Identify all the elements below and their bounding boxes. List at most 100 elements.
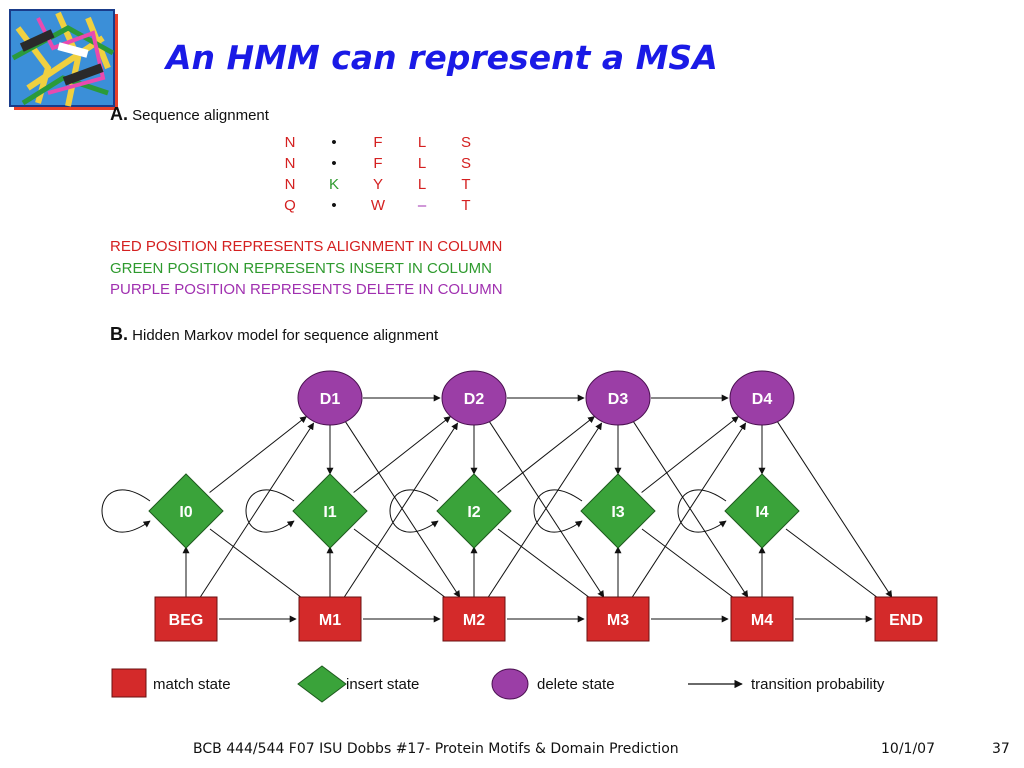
alignment-row: Q • W – T <box>268 195 488 216</box>
alignment-cell: W <box>370 197 386 214</box>
transition-arrow <box>630 422 747 600</box>
self-loop-arrow <box>677 489 727 533</box>
transition-arrow <box>776 421 893 598</box>
state-label: I1 <box>323 504 336 521</box>
section-a-title: Sequence alignment <box>132 107 269 124</box>
self-loop-arrow <box>533 489 583 533</box>
match-state-m1 <box>298 596 362 642</box>
state-label: D4 <box>752 391 773 408</box>
transition-arrow <box>209 416 307 493</box>
legend-delete-swatch <box>491 668 529 700</box>
transition-arrow <box>641 528 742 604</box>
section-a-heading: A. Sequence alignment <box>110 104 269 125</box>
alignment-cell: T <box>461 176 471 193</box>
transition-arrow <box>353 528 454 604</box>
delete-state-d1 <box>297 370 363 426</box>
legend-delete-label: delete state <box>537 676 615 693</box>
legend-insert-swatch <box>297 665 347 703</box>
state-label: D2 <box>464 391 485 408</box>
section-b-title: Hidden Markov model for sequence alignme… <box>132 327 439 344</box>
insert-state-i3 <box>580 473 656 549</box>
insert-state-i2 <box>436 473 512 549</box>
transition-arrow <box>209 528 310 604</box>
insert-state-i1 <box>292 473 368 549</box>
alignment-cell: S <box>460 134 471 151</box>
explanation-line: PURPLE POSITION REPRESENTS DELETE IN COL… <box>110 281 503 298</box>
self-loop-arrow <box>389 489 439 533</box>
transition-arrow <box>342 422 459 600</box>
legend-match-swatch <box>111 668 147 698</box>
match-state-beg <box>154 596 218 642</box>
footer-text: BCB 444/544 F07 ISU Dobbs #17- Protein M… <box>193 741 679 757</box>
legend-insert-label: insert state <box>346 676 419 693</box>
alignment-cell: – <box>417 197 427 214</box>
alignment-cell: N <box>284 134 296 151</box>
alignment-cell: L <box>417 176 427 193</box>
state-label: BEG <box>169 612 204 629</box>
transition-arrow <box>486 422 603 600</box>
alignment-cell: N <box>284 155 296 172</box>
transition-arrow <box>785 528 886 604</box>
legend: match state insert state delete state tr… <box>111 665 885 703</box>
alignment-cell: S <box>460 155 471 172</box>
explanation-line: GREEN POSITION REPRESENTS INSERT IN COLU… <box>110 259 493 277</box>
state-label: M4 <box>751 612 773 629</box>
alignment-cell: K <box>328 176 339 193</box>
state-label: D3 <box>608 391 629 408</box>
alignment-row: N • F L S <box>268 153 488 174</box>
alignment-table: N • F L S N • F L S N K Y L T Q • W – T <box>268 132 488 216</box>
alignment-cell: • <box>331 155 337 172</box>
section-a-letter: A. <box>110 104 128 124</box>
section-b-heading: B. Hidden Markov model for sequence alig… <box>110 324 438 345</box>
state-label: I2 <box>467 504 480 521</box>
color-explanations: RED POSITION REPRESENTS ALIGNMENT IN COL… <box>110 236 503 301</box>
insert-state-i0 <box>148 473 224 549</box>
alignment-cell: F <box>373 155 383 172</box>
delete-state-d4 <box>729 370 795 426</box>
slide-logo <box>9 9 118 110</box>
explanation-line: RED POSITION REPRESENTS ALIGNMENT IN COL… <box>110 238 503 255</box>
slide-title: An HMM can represent a MSA <box>166 38 718 77</box>
transition-arrows <box>101 394 893 623</box>
alignment-row: N • F L S <box>268 132 488 153</box>
match-state-m3 <box>586 596 650 642</box>
footer-date: 10/1/07 <box>881 741 935 757</box>
hmm-states: BEG M1 M2 M3 M4 END I0 I1 I2 I3 I4 D1 D2 D3 D4 <box>148 370 938 642</box>
transition-arrow <box>488 421 605 598</box>
alignment-cell: F <box>373 134 383 151</box>
delete-state-d3 <box>585 370 651 426</box>
state-label: M2 <box>463 612 485 629</box>
transition-arrow <box>497 416 595 493</box>
transition-arrow <box>632 421 749 598</box>
transition-arrow <box>641 416 739 493</box>
alignment-cell: T <box>461 197 471 214</box>
state-label: D1 <box>320 391 341 408</box>
match-state-m4 <box>730 596 794 642</box>
section-b-letter: B. <box>110 324 128 344</box>
transition-arrow <box>198 422 315 600</box>
transition-arrow <box>497 528 598 604</box>
delete-state-d2 <box>441 370 507 426</box>
alignment-cell: Y <box>372 176 383 193</box>
alignment-cell: • <box>331 134 337 151</box>
state-label: M3 <box>607 612 629 629</box>
state-label: M1 <box>319 612 341 629</box>
state-label: END <box>889 612 923 629</box>
transition-arrow <box>353 416 451 493</box>
alignment-cell: Q <box>284 197 296 214</box>
alignment-cell: L <box>417 155 427 172</box>
insert-state-i4 <box>724 473 800 549</box>
match-state-m2 <box>442 596 506 642</box>
alignment-cell: N <box>284 176 296 193</box>
match-state-end <box>874 596 938 642</box>
self-loop-arrow <box>101 489 151 533</box>
legend-match-label: match state <box>153 676 231 693</box>
alignment-cell: • <box>331 197 337 214</box>
alignment-cell: L <box>417 134 427 151</box>
transition-arrow <box>344 421 461 598</box>
state-label: I3 <box>611 504 624 521</box>
state-label: I4 <box>755 504 768 521</box>
state-label: I0 <box>179 504 192 521</box>
